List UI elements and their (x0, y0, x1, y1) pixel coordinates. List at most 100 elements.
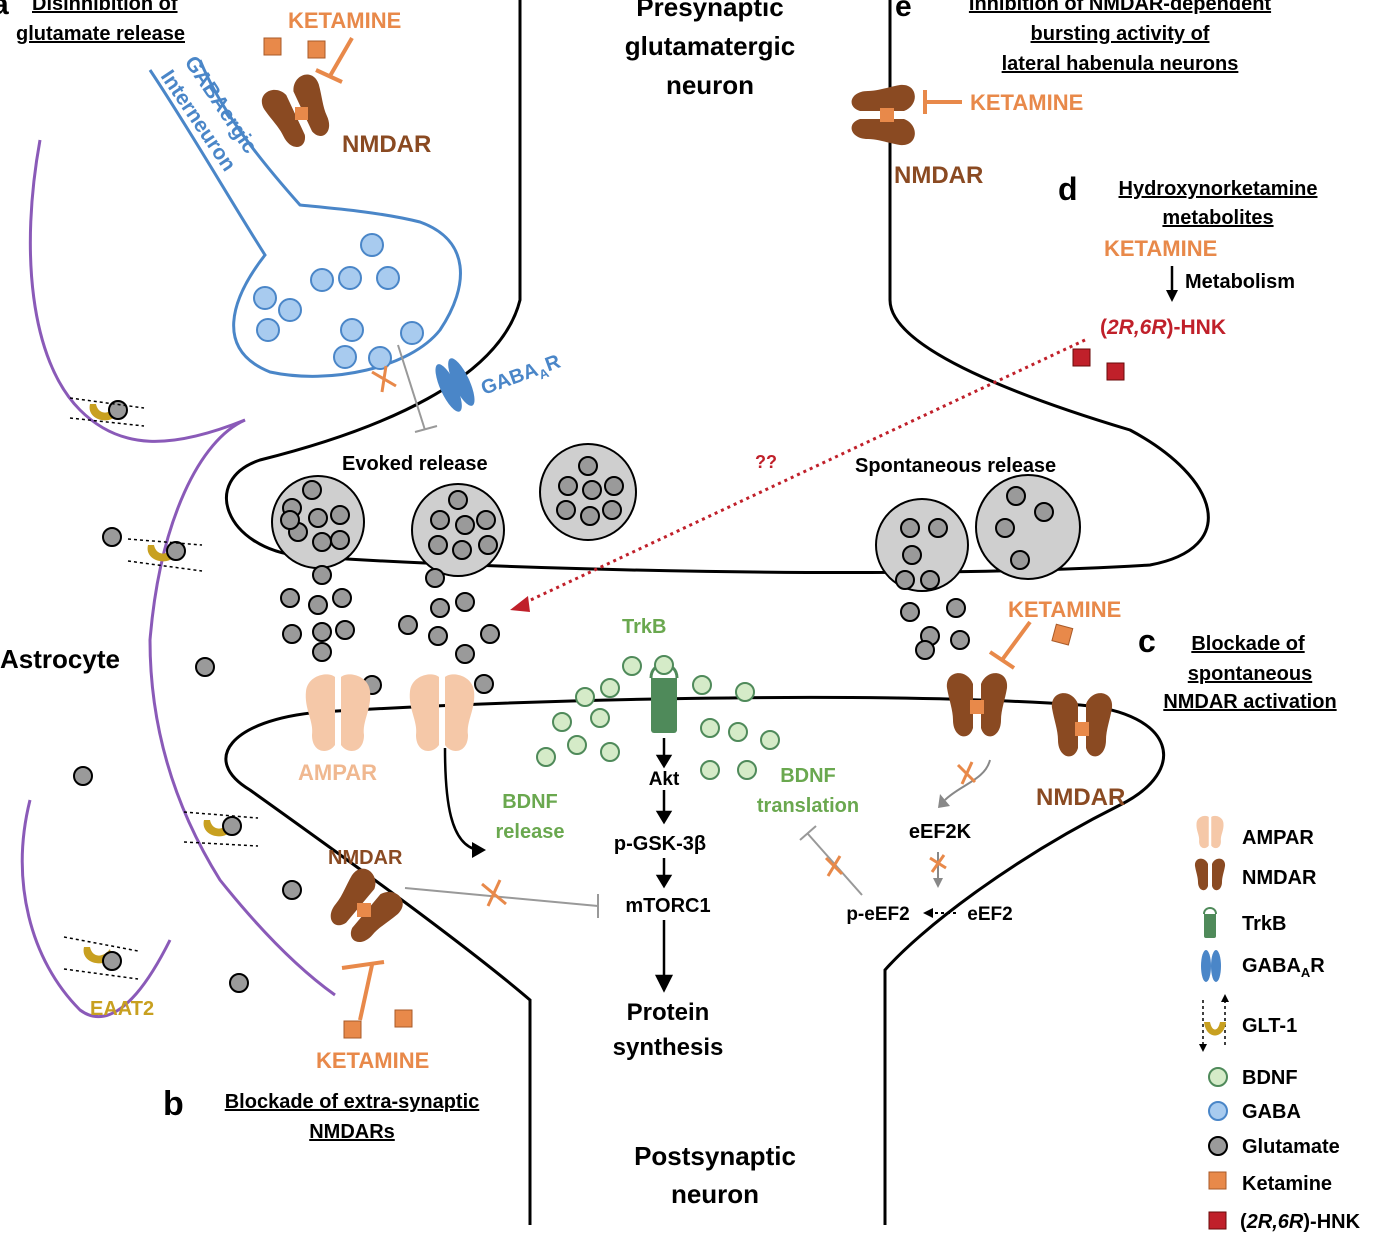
block-x-b (481, 879, 507, 907)
ampar-label: AMPAR (298, 760, 377, 785)
bdnf-release-arrow (443, 747, 479, 852)
bdnf-release-label-2: release (496, 821, 565, 843)
hnk-unknown-arrow (519, 338, 1086, 607)
presynaptic-label-2: glutamatergic (625, 31, 796, 61)
gaba-inhibition-line (397, 344, 426, 431)
panel-a-title-1: Disinhibition of (32, 0, 178, 15)
panel-c-letter: c (1138, 623, 1156, 659)
ketamine-block-c (1000, 620, 1032, 662)
legend-bdnf-icon (1208, 1067, 1228, 1087)
nmdar-label-e: NMDAR (894, 162, 983, 189)
ketamine-in-nmdar-c (970, 700, 984, 714)
gabaergic-interneuron (148, 59, 462, 378)
ketamine-label-c: KETAMINE (1008, 597, 1121, 622)
legend-ketamine-icon (1208, 1171, 1227, 1190)
nmdar-label-b: NMDAR (328, 847, 403, 869)
gaba-vesicles (253, 233, 424, 370)
panel-a-letter: a (0, 0, 9, 21)
panel-e-letter: e (895, 0, 912, 23)
legend-glutamate: Glutamate (1242, 1136, 1340, 1158)
eef2k-label: eEF2K (909, 821, 972, 843)
panel-a-title-2: glutamate release (16, 23, 185, 45)
bdnf-release-label-1: BDNF (502, 791, 558, 813)
akt-label: Akt (649, 769, 680, 790)
panel-e-title-1: Inhibition of NMDAR-dependent (969, 0, 1272, 15)
mtorc1-label: mTORC1 (625, 895, 710, 917)
legend-glutamate-icon (1208, 1136, 1228, 1156)
ampar-1 (305, 674, 371, 751)
eaat2-label: EAAT2 (90, 998, 154, 1020)
nmdar-label-c: NMDAR (1036, 784, 1125, 811)
legend-glt1-icon (1199, 994, 1229, 1052)
ketamine-in-nmdar-b (357, 903, 371, 917)
panel-b-letter: b (163, 1085, 184, 1123)
panel-c-title-2: spontaneous (1188, 663, 1312, 685)
panel-d-letter: d (1058, 171, 1078, 207)
nmdar-mtorc1-inhibition (404, 887, 599, 907)
panel-c-title-1: Blockade of (1191, 633, 1305, 655)
legend-ampar-icon (1196, 815, 1224, 849)
panel-e-title-3: lateral habenula neurons (1002, 53, 1239, 75)
hnk-label: (2R,6R)-HNK (1100, 316, 1226, 339)
protein-synthesis-label-1: Protein (627, 999, 710, 1026)
gabaa-receptor (435, 358, 475, 412)
ketamine-block-a (328, 36, 354, 78)
presynaptic-label-3: neuron (666, 70, 754, 100)
panel-d-title-2: metabolites (1162, 207, 1273, 229)
panel-b-title-1: Blockade of extra-synaptic (225, 1091, 480, 1113)
evoked-release-label: Evoked release (342, 453, 488, 475)
legend-gaba-icon (1208, 1101, 1228, 1121)
protein-synthesis-label-2: synthesis (613, 1034, 724, 1061)
ketamine-square (394, 1009, 413, 1028)
legend-hnk-icon (1208, 1211, 1227, 1230)
postsynaptic-membrane (224, 695, 1165, 1225)
ketamine-in-nmdar-e (880, 108, 894, 122)
presynaptic-label-1: Presynaptic (636, 0, 783, 22)
bdnf-translation-label-1: BDNF (780, 765, 836, 787)
glt1-transporters (63, 397, 259, 980)
pathway-arrows (654, 738, 674, 993)
block-x-a (371, 365, 397, 393)
legend-trkb: TrkB (1242, 913, 1286, 935)
peef2-label: p-eEF2 (846, 904, 909, 925)
legend-gabaa-icon (1201, 950, 1221, 982)
legend-nmdar: NMDAR (1242, 867, 1317, 889)
legend-ampar: AMPAR (1242, 827, 1314, 849)
ketamine-label-d: KETAMINE (1104, 236, 1217, 261)
hnk-square (1106, 362, 1125, 381)
presynaptic-membrane (225, 0, 1210, 574)
ketamine-square (343, 1020, 362, 1039)
spontaneous-release-label: Spontaneous release (855, 455, 1056, 477)
trkb-label: TrkB (622, 616, 666, 638)
astrocyte (20, 139, 336, 1019)
legend-gabaa: GABAAR (1242, 955, 1325, 980)
ketamine-label-a: KETAMINE (288, 8, 401, 33)
legend-gaba: GABA (1242, 1101, 1301, 1123)
legend-ketamine: Ketamine (1242, 1173, 1332, 1195)
panel-b-title-2: NMDARs (309, 1121, 395, 1143)
panel-d-title-1: Hydroxynorketamine (1119, 178, 1318, 200)
gabaa-label: GABAAR (478, 351, 565, 403)
ketamine-square (263, 37, 282, 56)
ketamine-square (1051, 623, 1074, 646)
glutamate-molecules (73, 456, 1054, 993)
panel-e-title-2: bursting activity of (1031, 23, 1210, 45)
ketamine-label-b: KETAMINE (316, 1048, 429, 1073)
bdnf-molecules (536, 655, 780, 780)
postsynaptic-label-1: Postsynaptic (634, 1141, 796, 1171)
ketamine-in-nmdar-a (295, 107, 308, 120)
panel-c-title-3: NMDAR activation (1163, 691, 1336, 713)
postsynaptic-label-2: neuron (671, 1179, 759, 1209)
nmdar-label-a: NMDAR (342, 131, 431, 158)
astrocyte-label: Astrocyte (0, 644, 120, 674)
gsk-label: p-GSK-3β (614, 833, 706, 855)
nmdar-eef2k-arrow (944, 759, 991, 801)
hnk-square (1072, 348, 1091, 367)
vesicle-spontaneous-2 (975, 474, 1081, 580)
metabolism-label: Metabolism (1185, 271, 1295, 293)
ampar-2 (409, 674, 475, 751)
legend-hnk: (2R,6R)-HNK (1240, 1211, 1361, 1233)
legend-bdnf: BDNF (1242, 1067, 1298, 1089)
ketamine-block-b (358, 964, 374, 1021)
